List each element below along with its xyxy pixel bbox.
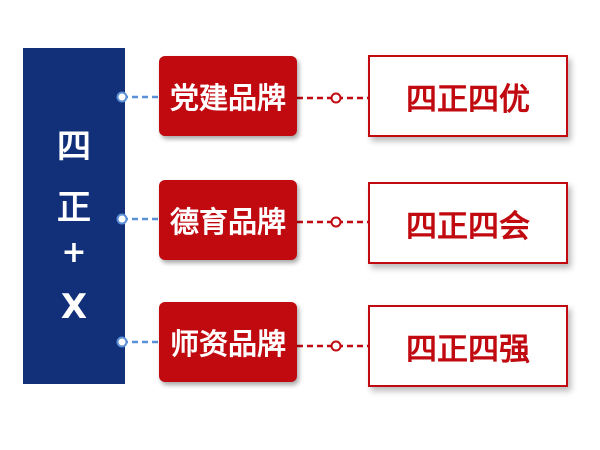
brand-label-1: 党建品牌: [169, 81, 286, 115]
brand-label-2: 德育品牌: [169, 205, 286, 239]
left-connector-dot-2: [116, 213, 128, 225]
right-connector-dot-1: [330, 92, 342, 104]
root-char-x: X: [60, 287, 88, 327]
result-node-3: 四正四强: [368, 305, 568, 387]
result-label-2: 四正四会: [406, 208, 530, 245]
root-char-plus: +: [61, 235, 87, 270]
brand-node-2: 德育品牌: [159, 180, 297, 260]
left-connector-dot-1: [116, 91, 128, 103]
root-char-2: 正: [57, 188, 91, 228]
result-node-2: 四正四会: [368, 182, 568, 264]
brand-label-3: 师资品牌: [169, 327, 286, 361]
brand-node-1: 党建品牌: [159, 56, 297, 136]
right-connector-dot-3: [330, 340, 342, 352]
right-connector-dot-2: [330, 216, 342, 228]
brand-node-3: 师资品牌: [159, 302, 297, 382]
result-label-3: 四正四强: [406, 331, 530, 368]
root-char-1: 四: [57, 127, 91, 167]
result-node-1: 四正四优: [368, 55, 568, 137]
root-node: 四 正 + X: [23, 48, 125, 384]
result-label-1: 四正四优: [406, 81, 530, 118]
left-connector-dot-3: [116, 336, 128, 348]
